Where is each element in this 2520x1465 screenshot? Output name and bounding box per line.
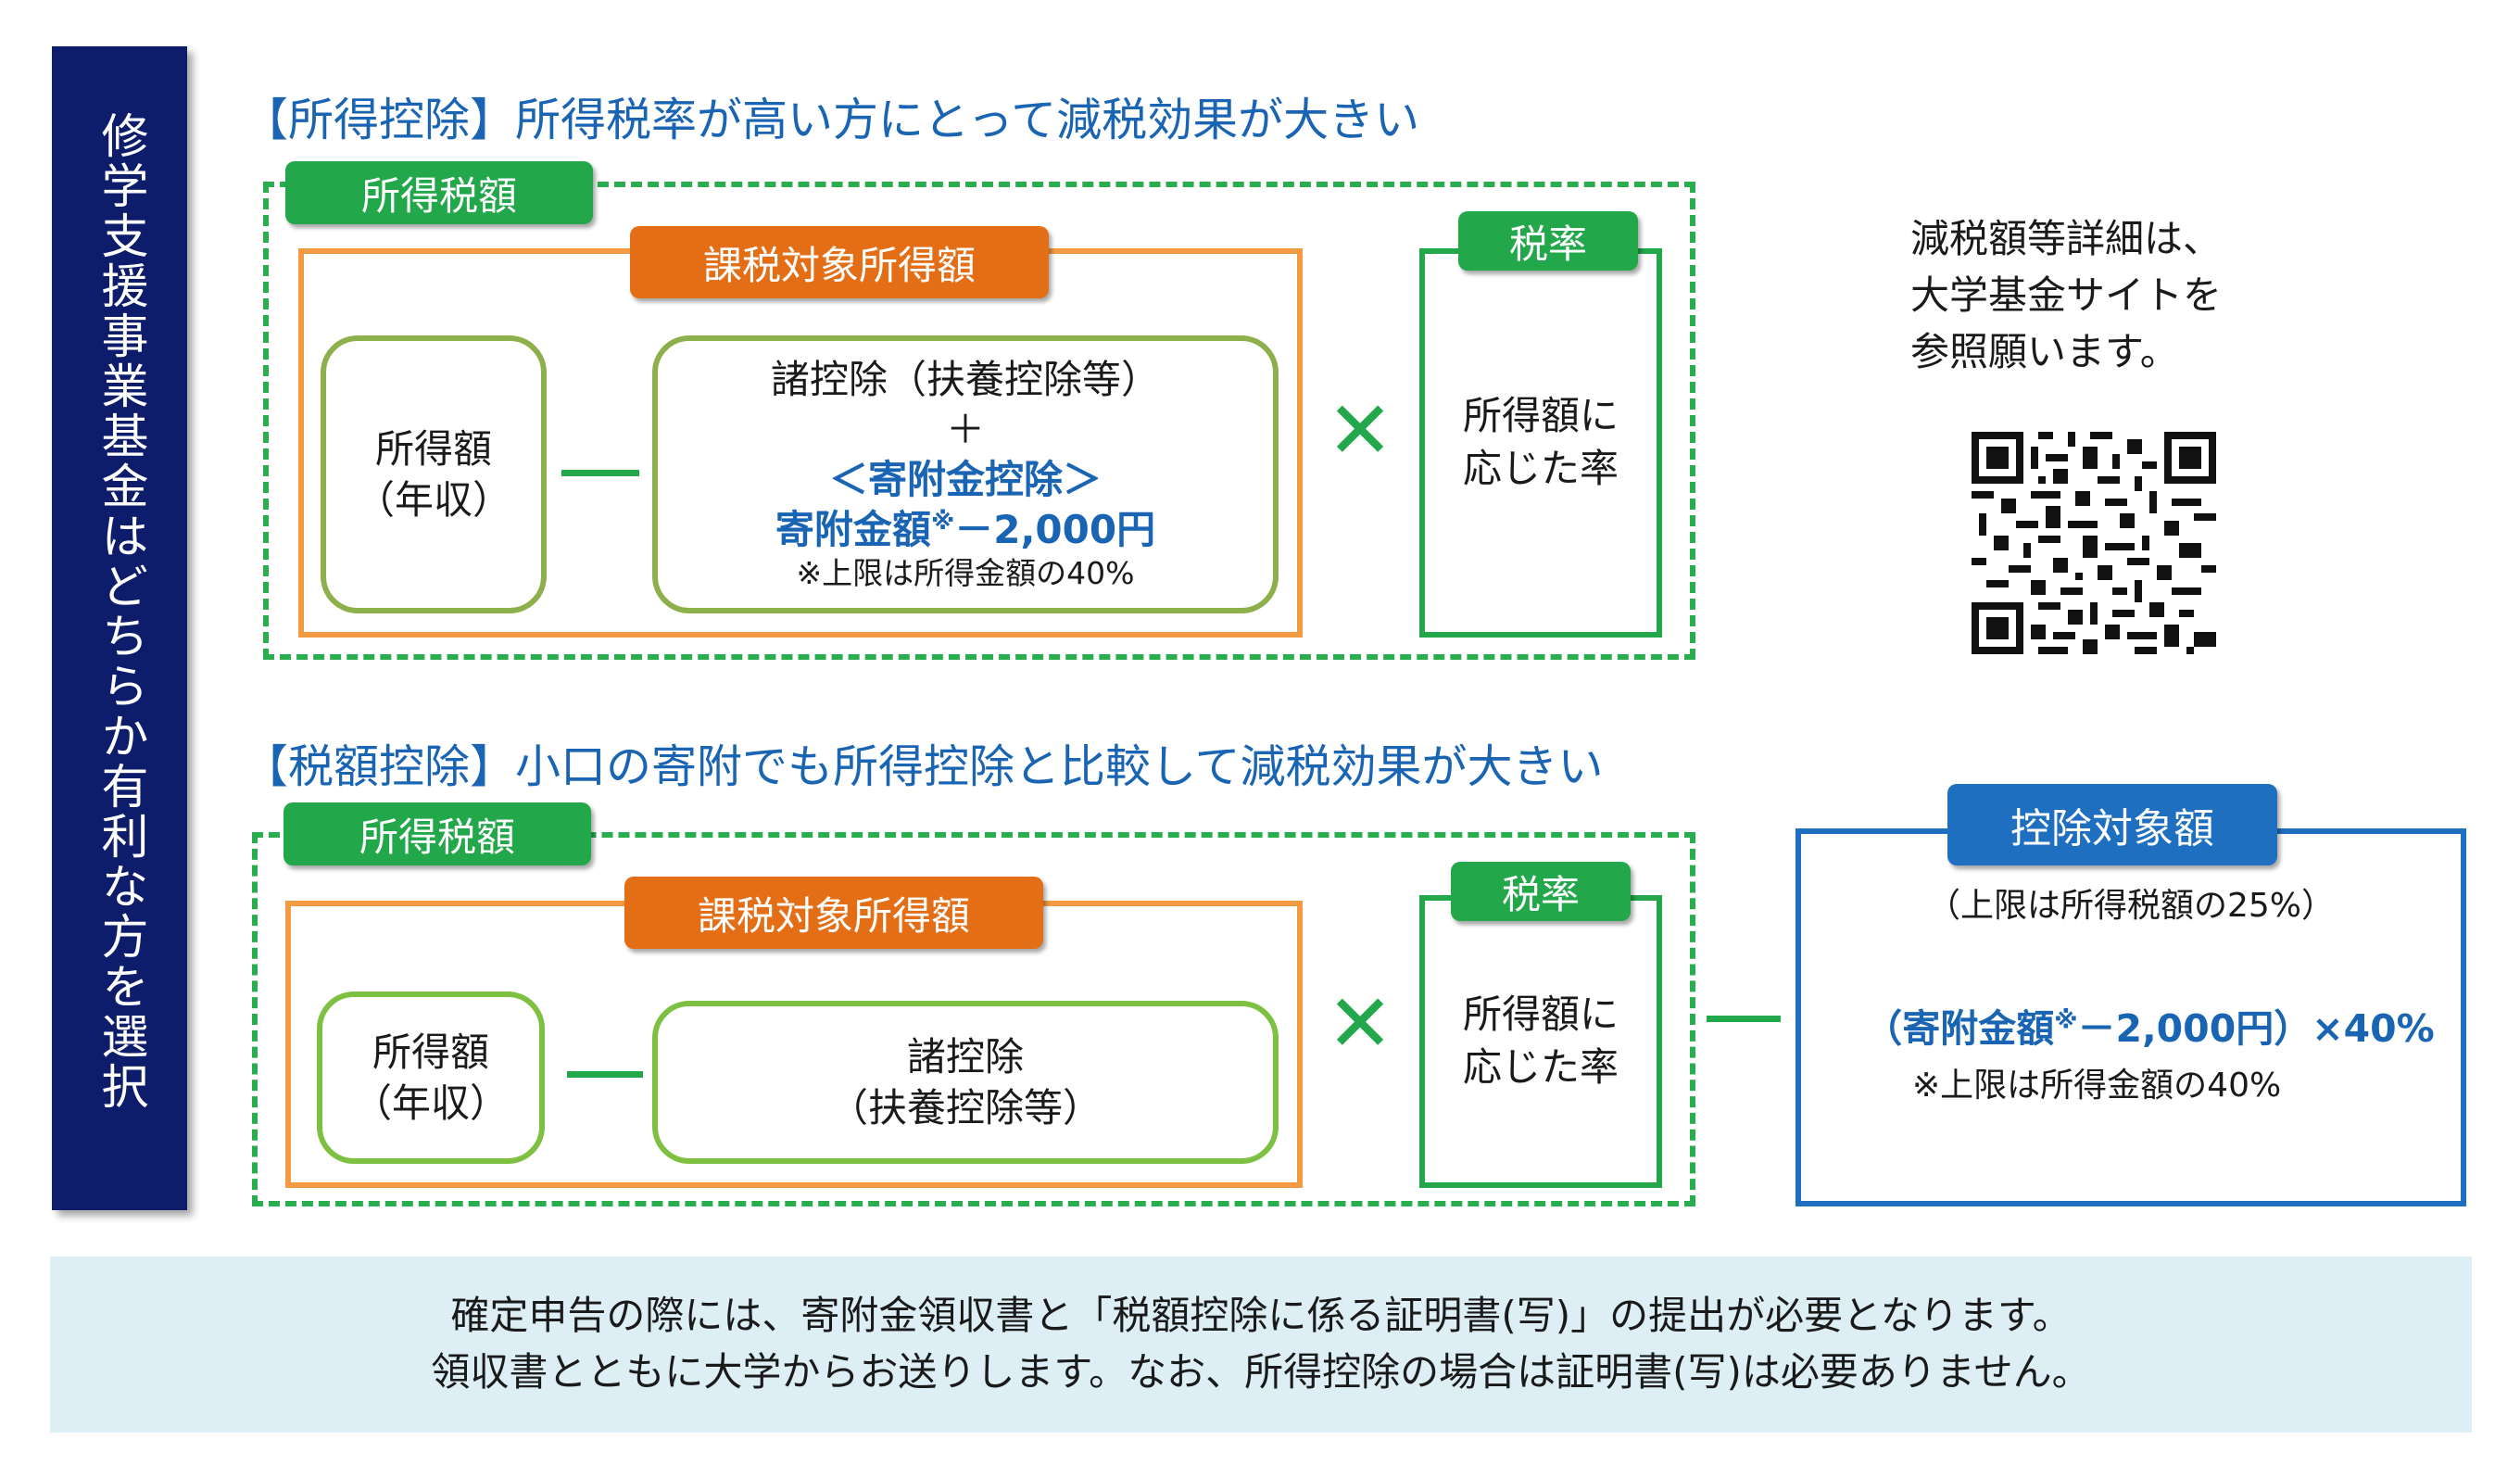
section1-tax-frame bbox=[263, 182, 1695, 660]
section2-deduction-box: 諸控除 （扶養控除等） bbox=[652, 1001, 1279, 1164]
side-note-line2: 大学基金サイトを bbox=[1910, 272, 2223, 318]
section2-credit-limit: （上限は所得税額の25%） bbox=[1926, 887, 2336, 925]
footer-notice: 確定申告の際には、寄附金領収書と「税額控除に係る証明書(写)」の提出が必要となり… bbox=[50, 1257, 2472, 1433]
section1-minus-sign bbox=[561, 470, 639, 476]
side-note-line1: 減税額等詳細は、 bbox=[1910, 216, 2223, 261]
section2-rate-tag: 税率 bbox=[1451, 862, 1631, 921]
section1-income-box: 所得額 （年収） bbox=[321, 335, 547, 613]
section2-taxable-income-tag: 課税対象所得額 bbox=[624, 877, 1043, 949]
section1-rate-box: 所得額に 応じた率 bbox=[1419, 248, 1662, 638]
section2-tax-frame bbox=[252, 832, 1695, 1206]
section1-heading: 【所得控除】所得税率が高い方にとって減税効果が大きい bbox=[243, 94, 1420, 146]
section2-income-sublabel: （年収） bbox=[352, 1080, 509, 1126]
section2-credit-tag: 控除対象額 bbox=[1947, 784, 2277, 865]
section1-multiply-icon: ✕ bbox=[1326, 385, 1394, 477]
section1-income-sublabel: （年収） bbox=[355, 477, 511, 523]
sidebar-title: 修学支援事業基金はどちらか有利な方を選択 bbox=[93, 111, 147, 1112]
section2-credit-note: ※上限は所得金額の40% bbox=[1912, 1067, 2282, 1105]
section2-income-box: 所得額 （年収） bbox=[317, 991, 545, 1164]
section2-income-label: 所得額 bbox=[372, 1029, 489, 1075]
section2-rate-line1: 所得額に bbox=[1462, 991, 1619, 1038]
qr-code-icon[interactable] bbox=[1972, 432, 2216, 654]
section1-taxable-income-tag: 課税対象所得額 bbox=[630, 226, 1049, 298]
section2-rate-box: 所得額に 応じた率 bbox=[1419, 895, 1662, 1188]
section2-tax-amount-tag: 所得税額 bbox=[284, 802, 591, 865]
section2-heading: 【税額控除】小口の寄附でも所得控除と比較して減税効果が大きい bbox=[243, 740, 1604, 793]
section2-equals-line bbox=[1707, 1016, 1781, 1022]
section1-donation-formula: 寄附金額※－2,000円 bbox=[775, 506, 1156, 552]
section2-credit-box: （上限は所得税額の25%） （寄附金額※－2,000円）×40% ※上限は所得金… bbox=[1796, 828, 2466, 1206]
section1-rate-line1: 所得額に bbox=[1462, 393, 1619, 439]
section2-minus-sign bbox=[567, 1071, 643, 1078]
section1-limit-note: ※上限は所得金額の40% bbox=[796, 555, 1135, 592]
section2-credit-formula: （寄附金額※－2,000円）×40% bbox=[1864, 1006, 2435, 1051]
footer-line1: 確定申告の際には、寄附金領収書と「税額控除に係る証明書(写)」の提出が必要となり… bbox=[450, 1293, 2072, 1339]
section2-deduction-line1: 諸控除 bbox=[906, 1033, 1024, 1080]
section1-rate-tag: 税率 bbox=[1458, 211, 1638, 271]
section2-rate-line2: 応じた率 bbox=[1462, 1044, 1619, 1090]
section1-rate-line2: 応じた率 bbox=[1462, 446, 1619, 491]
section1-deduction-box: 諸控除（扶養控除等） ＋ ＜寄附金控除＞ 寄附金額※－2,000円 ※上限は所得… bbox=[652, 335, 1279, 613]
section2-multiply-icon: ✕ bbox=[1326, 978, 1394, 1070]
section1-tax-amount-tag: 所得税額 bbox=[285, 161, 593, 224]
section1-income-label: 所得額 bbox=[374, 425, 492, 472]
side-note: 減税額等詳細は、 大学基金サイトを 参照願います。 bbox=[1910, 211, 2222, 381]
section1-plus-sign: ＋ bbox=[945, 407, 985, 453]
side-note-line3: 参照願います。 bbox=[1910, 328, 2179, 374]
footer-line2: 領収書とともに大学からお送りします。なお、所得控除の場合は証明書(写)は必要あり… bbox=[431, 1349, 2091, 1395]
section1-donation-deduction-label: ＜寄附金控除＞ bbox=[828, 456, 1102, 502]
section1-deduction-line1: 諸控除（扶養控除等） bbox=[770, 357, 1160, 403]
section2-deduction-line2: （扶養控除等） bbox=[828, 1085, 1102, 1130]
sidebar-banner: 修学支援事業基金はどちらか有利な方を選択 bbox=[52, 46, 187, 1210]
